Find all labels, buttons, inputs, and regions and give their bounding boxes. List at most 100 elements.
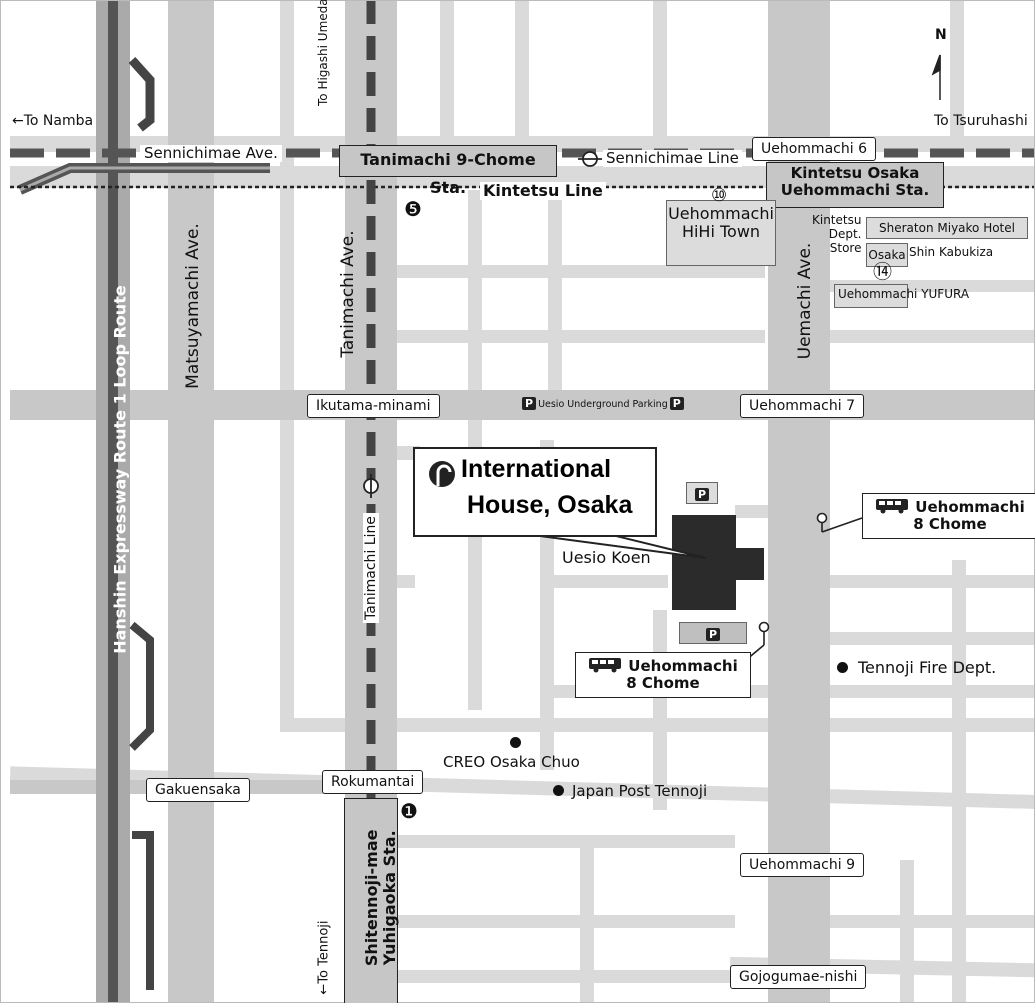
street-v1 [280,0,294,730]
tanimachi-ave-label: Tanimachi Ave. [338,230,358,358]
parking-lot-north[interactable]: P [686,482,718,504]
kintetsu-dept-store: Kintetsu Dept. Store [812,213,862,255]
street-h15 [395,835,735,848]
international-house-callout[interactable]: International House, Osaka [413,447,657,537]
street-v6 [515,0,529,140]
kintetsu-dept-line3: Store [829,240,862,255]
exit-10-marker: ⑩ [711,185,728,206]
bus-stop-east-line1: Uehommachi [915,498,1025,516]
gakuensaka-intersection: Gakuensaka [146,778,250,803]
kintetsu-station-line1: Kintetsu Osaka [790,164,920,182]
japan-post-tennoji-label: Japan Post Tennoji [572,782,708,800]
uehommachi-9-intersection: Uehommachi 9 [740,853,864,878]
north-arrow-icon [931,54,941,100]
sennichimae-line-label: Sennichimae Line [603,150,742,167]
tanimachi-line-label: Tanimachi Line [363,513,379,623]
osaka-box[interactable]: Osaka [866,243,908,267]
street-v7-top [950,0,964,140]
shin-kabukiza-label: Shin Kabukiza [909,245,994,259]
bus-icon-south [589,658,622,673]
street-h7 [395,575,415,588]
tennoji-fire-dept-label: Tennoji Fire Dept. [858,658,997,677]
tennoji-fire-dot [837,662,848,673]
international-house-building [672,515,736,610]
street-v4-top [653,0,667,140]
uemachi-ave-label: Uemachi Ave. [795,242,815,360]
parking-icon-north: P [694,488,710,501]
destination-line1: International [461,455,612,483]
street-v8 [440,0,454,140]
shitennoji-station-line1: Shitennoji-mae [362,829,382,967]
hihi-town-line1: Uehommachi [668,204,774,223]
exit-1-marker: ❶ [400,799,418,823]
to-tsuruhashi-label: To Tsuruhashi [934,113,1028,129]
subway-symbols [363,151,602,498]
ikutama-minami-intersection: Ikutama-minami [307,394,440,419]
creo-osaka-chuo-label: CREO Osaka Chuo [443,753,580,771]
kintetsu-line-label: Kintetsu Line [480,182,606,200]
yufura-box[interactable] [834,284,908,308]
bus-icon [876,499,909,514]
street-h17 [830,915,1035,928]
creo-dot [510,737,521,748]
uehommachi-7-intersection: Uehommachi 7 [740,394,864,419]
uesio-parking-label: Uesio Underground Parking [538,399,668,410]
sheraton-miyako-hotel[interactable]: Sheraton Miyako Hotel [866,217,1028,239]
kintetsu-dept-line2: Dept. [828,226,862,241]
bus-stop-uehommachi-8-south[interactable]: Uehommachi 8 Chome [575,652,751,698]
street-h10 [548,685,578,698]
to-higashi-umeda-label: To Higashi Umeda→ [316,0,330,106]
international-house-logo-icon [429,461,455,487]
bus-stop-south-line1: Uehommachi [628,657,738,675]
bus-stop-uehommachi-8-east[interactable]: Uehommachi 8 Chome [862,493,1035,539]
street-h3 [830,330,1035,343]
street-h13 [280,718,770,732]
parking-lot-south[interactable]: P [679,622,747,644]
street-v11 [900,860,914,1003]
kintetsu-station-line2: Uehommachi Sta. [780,181,930,200]
street-h1 [395,265,765,278]
bus-stop-south-line2: 8 Chome [626,674,700,693]
street-h5 [735,505,770,518]
destination-line2: House, Osaka [467,491,633,519]
hihi-town-line2: HiHi Town [681,222,761,242]
rokumantai-intersection: Rokumantai [322,770,424,795]
street-h9 [830,632,1035,645]
gojogumae-nishi-intersection: Gojogumae-nishi [730,965,867,990]
japan-post-dot [553,785,564,796]
street-h8 [548,575,668,588]
yufura-label: Uehommachi YUFURA [838,287,970,301]
street-h16 [395,915,735,928]
expressway [17,0,270,1003]
uehommachi-hihi-town[interactable]: Uehommachi HiHi Town [666,200,776,266]
shitennoji-mae-station[interactable]: Shitennoji-mae Yuhigaoka Sta. [344,798,400,1003]
uesio-koen-label: Uesio Koen [562,548,651,567]
street-h12 [830,685,1035,698]
kintetsu-dept-line1: Kintetsu [812,213,862,227]
sennichimae-ave-label: Sennichimae Ave. [140,145,282,162]
north-label: N [935,27,947,43]
to-tennoji-label: ←To Tennoji [316,920,332,995]
parking-icon: P [522,397,537,410]
street-v5 [548,190,562,390]
hanshin-expressway-label: Hanshin Expressway Route 1 Loop Route [110,285,130,654]
street-h18 [395,970,735,983]
bus-stop-east-line2: 8 Chome [913,515,987,534]
street-v9 [580,848,594,1003]
exit-14-marker: ⑭ [873,261,893,283]
street-h14 [830,718,1035,732]
matsuyamachi-ave-label: Matsuyamachi Ave. [183,223,203,389]
kintetsu-osaka-uehommachi-station[interactable]: Kintetsu Osaka Uehommachi Sta. [766,162,944,208]
tanimachi-9-chome-station[interactable]: Tanimachi 9-Chome Sta. [339,145,557,197]
uehommachi-6-intersection: Uehommachi 6 [752,137,876,162]
street-h2 [395,330,765,343]
exit-5-marker: ❺ [404,197,422,221]
international-house-annex [736,548,764,580]
street-v10 [952,560,966,1003]
parking-icon-right: P [669,397,684,410]
shitennoji-station-line2: Yuhigaoka Sta. [380,830,400,966]
parking-icon-south: P [705,628,721,641]
to-namba-label: ←To Namba [12,113,94,129]
